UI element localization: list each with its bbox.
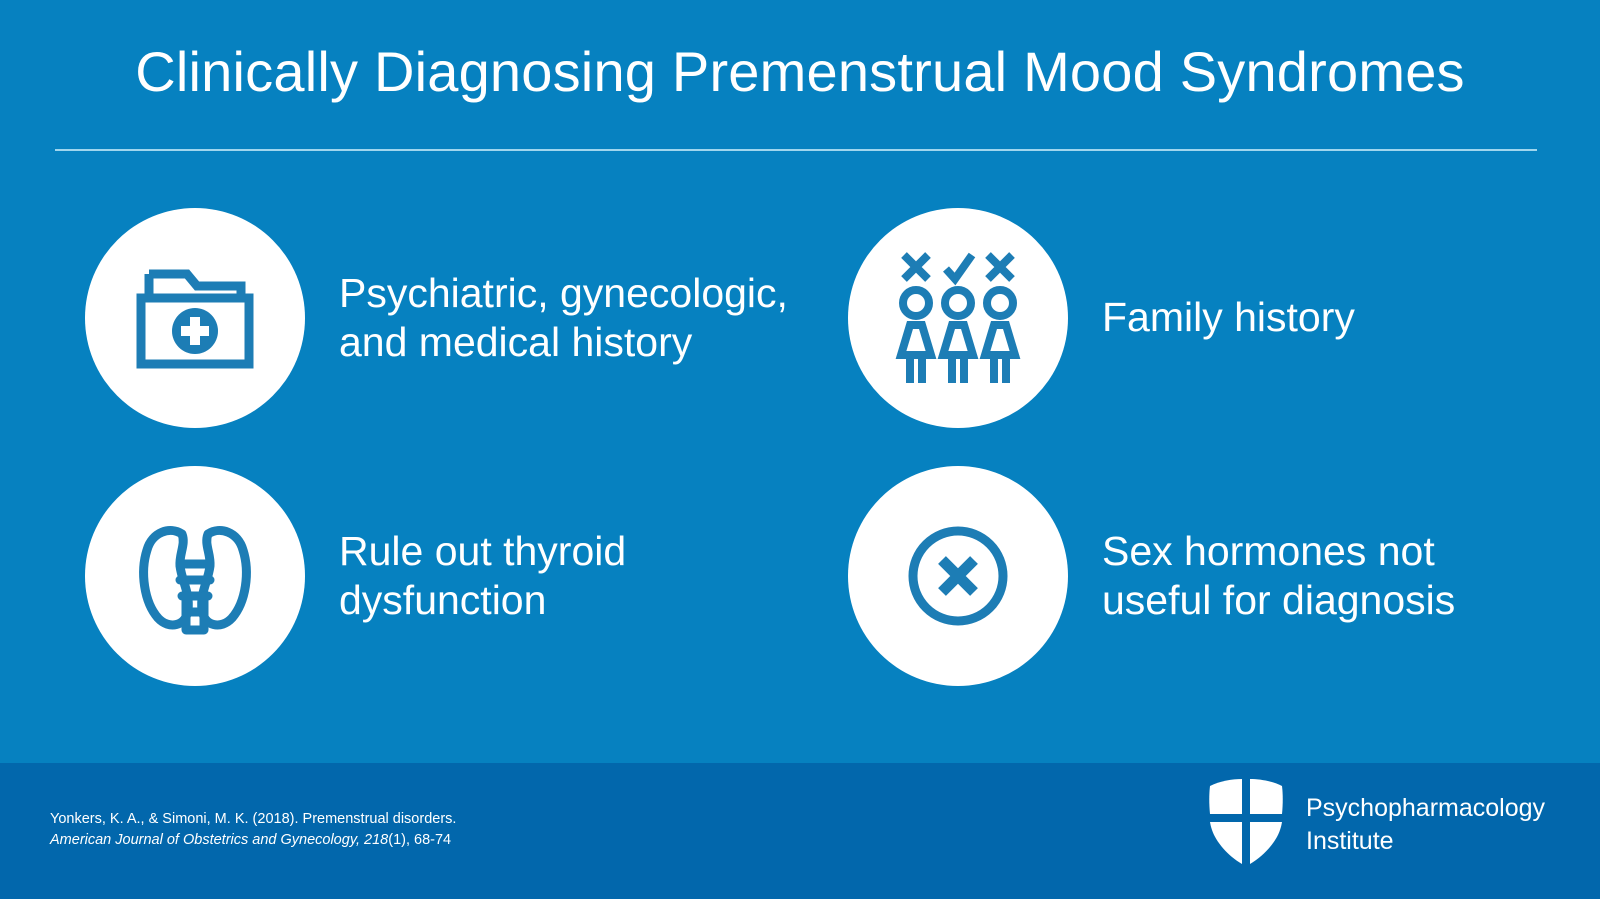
- citation-line-1: Yonkers, K. A., & Simoni, M. K. (2018). …: [50, 811, 457, 827]
- circle-x-icon: [906, 524, 1010, 628]
- medical-folder-icon: [135, 264, 255, 372]
- title-block: Clinically Diagnosing Premenstrual Mood …: [0, 40, 1600, 104]
- content-item-sex-hormones: Sex hormones not useful for diagnosis: [848, 466, 1455, 686]
- citation-pages: (1), 68-74: [388, 831, 452, 848]
- content-item-label: Rule out thyroid dysfunction: [339, 527, 627, 623]
- citation-journal: American Journal of Obstetrics and Gynec…: [50, 831, 389, 848]
- content-item-psychiatric-history: Psychiatric, gynecologic, and medical hi…: [85, 208, 788, 428]
- family-group-icon: [893, 251, 1023, 385]
- content-item-thyroid: Rule out thyroid dysfunction: [85, 466, 626, 686]
- shield-cross-icon: [1208, 778, 1284, 871]
- content-item-family-history: Family history: [848, 208, 1355, 428]
- brand-logo-text: Psychopharmacology Institute: [1306, 794, 1546, 855]
- brand-logo: Psychopharmacology Institute: [1208, 778, 1545, 871]
- content-item-label: Psychiatric, gynecologic, and medical hi…: [339, 269, 788, 365]
- icon-circle-family-group: [848, 208, 1068, 428]
- content-item-label: Sex hormones not useful for diagnosis: [1102, 527, 1456, 623]
- citation-line-2: American Journal of Obstetrics and Gynec…: [50, 830, 456, 851]
- icon-circle-x: [848, 466, 1068, 686]
- page-title: Clinically Diagnosing Premenstrual Mood …: [135, 40, 1465, 103]
- icon-circle-medical-folder: [85, 208, 305, 428]
- citation-text: Yonkers, K. A., & Simoni, M. K. (2018). …: [50, 809, 456, 850]
- content-item-label: Family history: [1102, 294, 1355, 341]
- title-divider: [55, 149, 1537, 151]
- icon-circle-thyroid: [85, 466, 305, 686]
- thyroid-gland-icon: [136, 516, 254, 636]
- footer-band: [0, 763, 1600, 899]
